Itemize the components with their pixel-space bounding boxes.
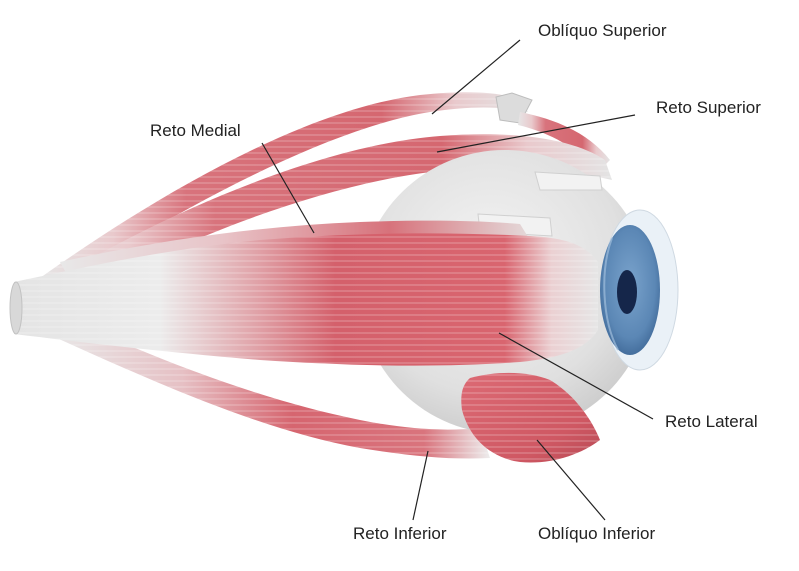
leader-inferior-rectus: [412, 450, 429, 521]
label-superior-oblique: Oblíquo Superior: [538, 21, 667, 40]
label-medial-rectus: Reto Medial: [150, 121, 241, 140]
lateral-rectus-muscle: [9, 233, 598, 366]
inferior-oblique-muscle: [461, 372, 600, 463]
superior-rectus-muscle: [45, 134, 612, 300]
inferior-rectus-muscle: [50, 320, 490, 459]
label-lateral-rectus: Reto Lateral: [665, 412, 758, 431]
leader-inferior-oblique: [536, 439, 606, 521]
pupil: [617, 270, 637, 314]
leader-lines: [261, 39, 654, 521]
leader-superior-rectus: [436, 114, 636, 153]
label-superior-rectus: Reto Superior: [656, 98, 761, 117]
label-inferior-rectus: Reto Inferior: [353, 524, 447, 543]
leader-lateral-rectus: [498, 332, 654, 420]
label-inferior-oblique: Oblíquo Inferior: [538, 524, 656, 543]
leader-medial-rectus: [261, 142, 315, 234]
leader-superior-oblique: [431, 39, 521, 115]
